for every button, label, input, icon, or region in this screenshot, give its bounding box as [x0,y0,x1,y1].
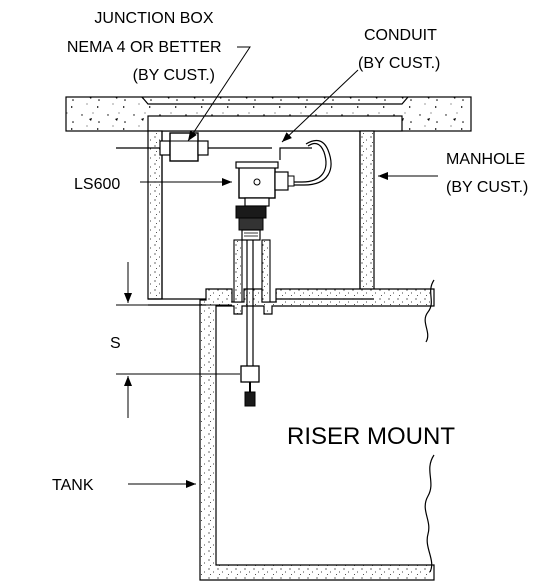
conduit [279,139,332,186]
concrete-slab [65,96,472,132]
riser-pipe [233,239,271,303]
probe-stem [240,240,260,407]
dimension-s-label: S [110,335,121,352]
mounting-fitting [235,205,267,241]
junction-box [116,132,272,162]
conduit-label-line2: (BY CUST.) [358,55,440,72]
conduit-label-line1: CONDUIT [364,27,437,44]
manhole-label: MANHOLE (BY CUST.) [446,151,530,196]
manhole-label-line2: (BY CUST.) [446,179,528,196]
junction-box-label: JUNCTION BOX NEMA 4 OR BETTER (BY CUST.) [67,10,226,84]
junction-box-label-line3: (BY CUST.) [133,67,215,84]
manhole-label-line1: MANHOLE [446,151,525,168]
tank-wall [148,279,435,581]
tank-label: TANK [52,477,94,494]
junction-box-label-line1: JUNCTION BOX [94,10,213,27]
ls600-housing [235,161,295,207]
riser-mount-title: RISER MOUNT [287,423,455,450]
junction-box-label-line2: NEMA 4 OR BETTER [67,39,222,56]
dimension-s [116,262,240,418]
leader-conduit [281,69,359,143]
leader-junction-box [187,46,251,142]
ls600-label: LS600 [74,176,120,193]
conduit-label: CONDUIT (BY CUST.) [358,27,441,72]
